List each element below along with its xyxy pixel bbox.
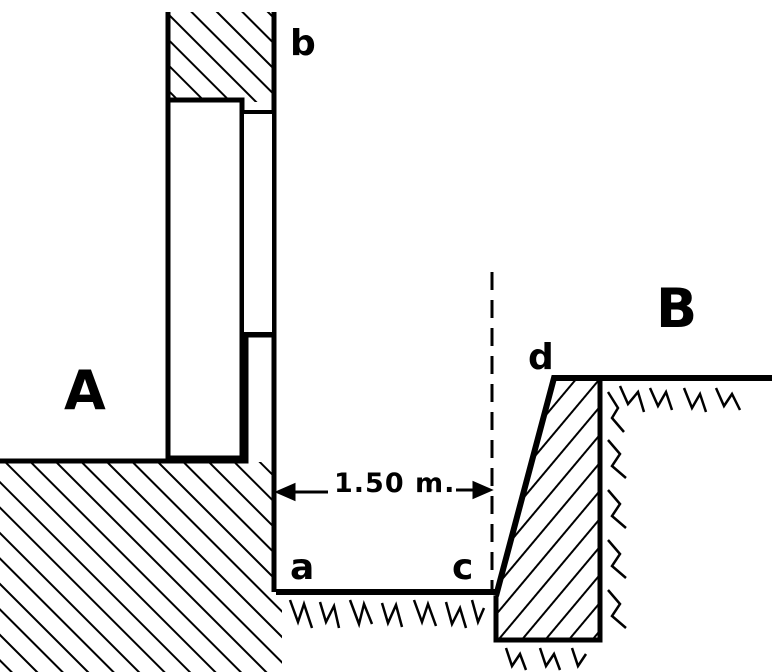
label-point-d: d [528,337,554,378]
dimension-arrows [274,480,494,502]
trench-bottom [276,589,496,629]
wall-panels [165,97,276,461]
revetment-section-b [493,375,772,671]
label-point-a: a [290,547,315,588]
ground-section-a [0,332,282,672]
label-side-a: A [64,359,106,422]
dimension-label: 1.50 m. [334,468,456,499]
label-point-c: c [452,547,474,588]
label-point-b: b [290,23,316,64]
label-side-b: B [656,277,698,340]
